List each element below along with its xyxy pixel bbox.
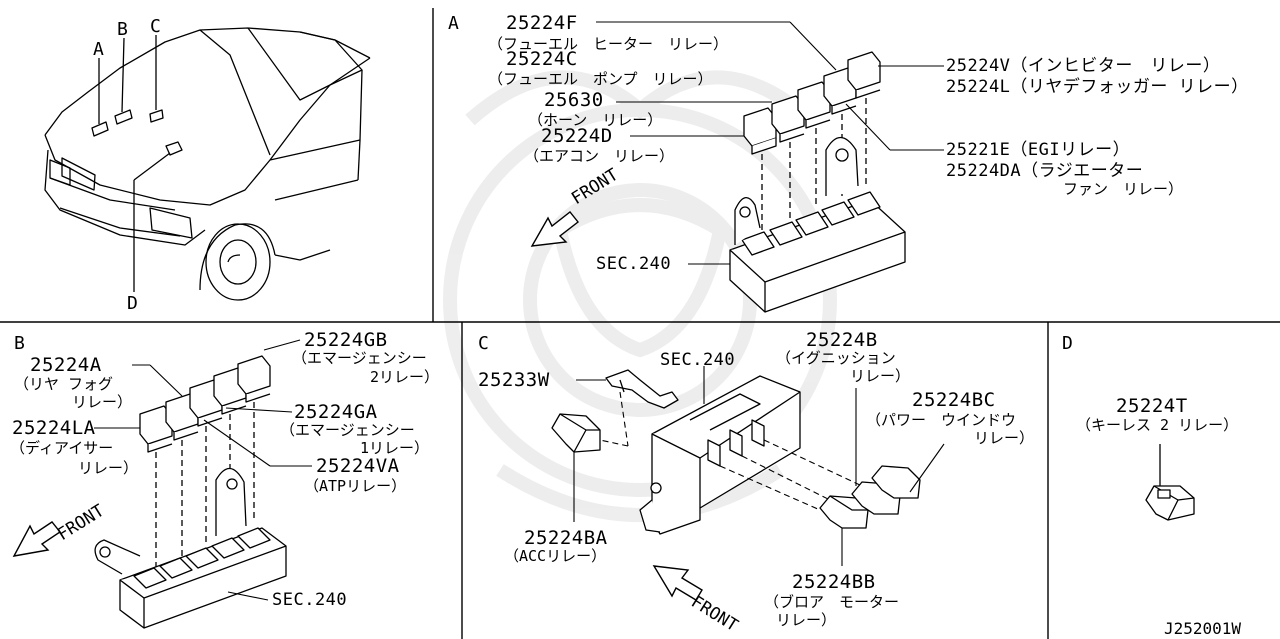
car-label-b: B bbox=[117, 19, 128, 40]
part-25224b-desc2: リレー） bbox=[850, 367, 911, 385]
sec240-label-a: SEC.240 bbox=[596, 254, 672, 274]
panel-d-letter: D bbox=[1062, 333, 1073, 354]
panel-a-relay-block bbox=[729, 51, 906, 313]
panel-b-letter: B bbox=[14, 333, 25, 354]
panel-c-relay-block bbox=[551, 369, 921, 535]
relay-base-a bbox=[729, 136, 906, 313]
panel-a-leaders bbox=[596, 21, 944, 265]
part-25224ga-number: 25224GA bbox=[294, 401, 378, 423]
part-25224a-desc2: リレー） bbox=[72, 393, 133, 411]
part-25224ga-desc1: （エマージェンシー bbox=[280, 421, 415, 439]
part-25224bc-desc2: リレー） bbox=[974, 429, 1035, 447]
part-25224a-desc1: （リヤ フォグ bbox=[14, 375, 114, 393]
relay-25224f-drawing bbox=[847, 51, 881, 99]
vehicle-front-view bbox=[44, 27, 371, 301]
relay-25630-drawing bbox=[771, 95, 805, 143]
part-25224gb-desc2: 2リレー） bbox=[370, 368, 440, 386]
part-25224va-number: 25224VA bbox=[316, 455, 400, 477]
part-25224ba-desc: （ACCリレー） bbox=[504, 547, 607, 565]
panel-c-leaders bbox=[573, 366, 945, 566]
part-25224va-desc: （ATPリレー） bbox=[304, 477, 407, 495]
part-25224t-number: 25224T bbox=[1116, 395, 1188, 417]
panel-borders bbox=[0, 8, 1280, 639]
part-25224b-number: 25224B bbox=[806, 329, 878, 351]
part-25224gb-number: 25224GB bbox=[304, 329, 388, 351]
part-25224bb-desc1: （ブロア モーター bbox=[764, 593, 900, 611]
front-arrow-a bbox=[530, 211, 579, 247]
part-25224d-desc: （エアコン リレー） bbox=[524, 147, 675, 165]
part-25224la-desc2: リレー） bbox=[78, 459, 139, 477]
part-25630-number: 25630 bbox=[544, 89, 604, 111]
relay-25224c-drawing bbox=[797, 81, 831, 129]
panel-b-leaders bbox=[94, 339, 312, 601]
part-25224da-desc: ファン リレー） bbox=[1063, 180, 1184, 198]
part-25233w-number: 25233W bbox=[478, 369, 550, 391]
part-25224da-label: 25224DA（ラジエーター bbox=[946, 161, 1144, 181]
car-label-a: A bbox=[93, 39, 104, 60]
part-25224a-number: 25224A bbox=[30, 354, 102, 376]
part-25224l-label: 25224L（リヤデフォッガー リレー） bbox=[946, 77, 1249, 97]
part-25224bb-desc2: リレー） bbox=[776, 611, 837, 629]
part-25224gb-desc1: （エマージェンシー bbox=[292, 349, 427, 367]
part-25224bb-number: 25224BB bbox=[792, 571, 876, 593]
part-25224bc-number: 25224BC bbox=[912, 389, 996, 411]
diagram-code: J252001W bbox=[1164, 619, 1242, 638]
car-label-c: C bbox=[150, 16, 161, 37]
panel-d-relay bbox=[1145, 444, 1195, 521]
part-25224la-number: 25224LA bbox=[12, 417, 96, 439]
car-label-d: D bbox=[127, 293, 138, 314]
part-25224c-desc: （フューエル ポンプ リレー） bbox=[488, 70, 713, 88]
part-25224ga-desc2: 1リレー） bbox=[360, 439, 430, 457]
part-25224v-label: 25224V（インヒビター リレー） bbox=[946, 56, 1221, 76]
part-25221e-label: 25221E（EGIリレー） bbox=[946, 140, 1131, 160]
part-25224ba-number: 25224BA bbox=[524, 527, 608, 549]
front-arrow-c bbox=[652, 565, 703, 601]
panel-c-letter: C bbox=[478, 333, 489, 354]
part-25224t-desc: （キーレス 2 リレー） bbox=[1076, 416, 1239, 434]
front-arrow-b bbox=[12, 521, 62, 557]
part-25224d-number: 25224D bbox=[541, 125, 613, 147]
part-25224b-desc1: （イグニッション bbox=[776, 349, 896, 367]
part-25224f-desc: （フューエル ヒーター リレー） bbox=[488, 35, 729, 53]
part-25224c-number: 25224C bbox=[506, 48, 578, 70]
watermark-emblem bbox=[443, 70, 837, 522]
sec240-label-c: SEC.240 bbox=[660, 350, 736, 370]
part-25224bc-desc1: （パワー ウインドウ bbox=[866, 411, 1017, 429]
part-25224f-number: 25224F bbox=[506, 12, 578, 34]
sec240-label-b: SEC.240 bbox=[272, 590, 348, 610]
part-25630-desc: （ホーン リレー） bbox=[528, 111, 663, 129]
panel-a-letter: A bbox=[448, 13, 459, 34]
part-25224la-desc1: （ディアイサー bbox=[10, 439, 114, 457]
